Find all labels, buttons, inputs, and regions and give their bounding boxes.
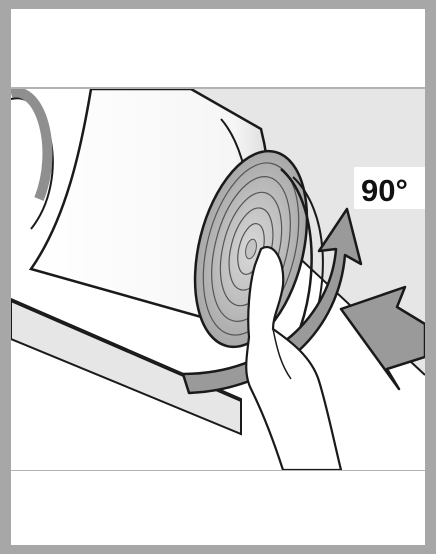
hand-illustration — [245, 246, 343, 470]
top-divider — [11, 87, 425, 89]
push-arrow — [339, 285, 425, 391]
angle-badge: 90° — [354, 167, 425, 209]
neighbour-ring — [11, 89, 54, 230]
rotation-illustration: 90° — [11, 89, 425, 470]
rotation-angle-label: 90° — [361, 173, 408, 208]
top-panel — [11, 9, 425, 88]
illustration-svg: 90° — [11, 89, 425, 470]
bottom-panel — [11, 471, 425, 545]
